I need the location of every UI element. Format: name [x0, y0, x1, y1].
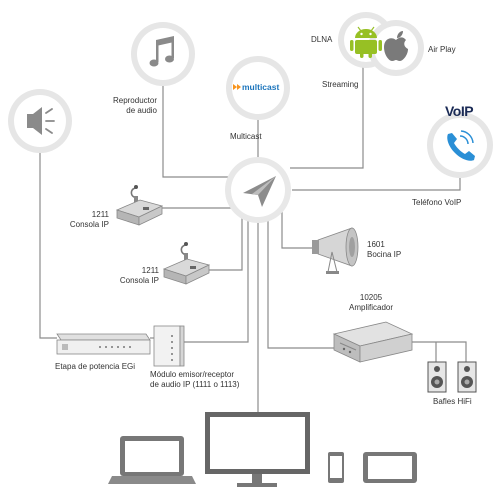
- multicast-logo-text: multicast: [242, 82, 279, 92]
- audio-player-node: [131, 22, 195, 86]
- monitor-icon: [205, 412, 310, 487]
- label-console-2: 1211 Consola IP: [120, 266, 159, 286]
- speaker-icon: [27, 107, 42, 135]
- multicast-logo-icon: multicast: [233, 82, 279, 92]
- line-voip: [292, 170, 461, 191]
- label-reproductor: Reproductor de audio: [113, 96, 157, 116]
- laptop-icon: [108, 436, 196, 484]
- label-modulo: Módulo emisor/receptor de audio IP (1111…: [150, 370, 239, 390]
- label-telefono-voip: Teléfono VoIP: [412, 198, 462, 207]
- label-amp-model: 10205: [359, 293, 383, 302]
- label-modulo-line1: Módulo emisor/receptor: [150, 370, 235, 379]
- smartphone-icon: [328, 452, 344, 483]
- line-amp: [267, 214, 334, 349]
- label-amp-name: Amplificador: [349, 303, 394, 312]
- android-icon: [350, 26, 382, 58]
- voip-logo-text: VoIP: [445, 103, 474, 119]
- label-airplay: Air Play: [428, 45, 456, 54]
- phone-icon: [447, 130, 475, 161]
- label-console-1: 1211 Consola IP: [70, 210, 109, 230]
- speaker-node: [8, 89, 72, 153]
- amplifier: [332, 321, 414, 363]
- label-modulo-line2: de audio IP (1111 o 1113): [150, 380, 240, 389]
- label-reproductor-line2: de audio: [126, 106, 157, 115]
- label-dlna: DLNA: [311, 35, 333, 44]
- label-console-2-model: 1211: [141, 266, 159, 275]
- label-console-2-name: Consola IP: [119, 276, 159, 285]
- label-bocina-model: 1601: [367, 240, 385, 249]
- streaming-node: [338, 12, 424, 76]
- label-multicast: Multicast: [230, 132, 262, 141]
- label-bocina-name: Bocina IP: [367, 250, 402, 259]
- line-bocina: [281, 208, 312, 249]
- label-console-1-name: Consola IP: [69, 220, 109, 229]
- voip-node: [427, 112, 493, 178]
- connection-lines: [39, 62, 467, 412]
- line-streaming: [290, 62, 364, 169]
- power-amplifier-egi: [56, 333, 151, 355]
- line-module: [182, 218, 249, 343]
- tablet-icon: [363, 452, 417, 483]
- label-console-1-model: 1211: [91, 210, 109, 219]
- central-hub: [225, 157, 291, 223]
- label-amplificador: 10205 Amplificador: [349, 293, 393, 313]
- console-ip-1: [115, 185, 164, 226]
- ip-audio-module: [153, 325, 185, 367]
- line-console2: [208, 215, 243, 271]
- horn-speaker: [312, 227, 359, 274]
- hifi-speakers: [427, 361, 477, 393]
- label-reproductor-line1: Reproductor: [112, 96, 157, 105]
- label-etapa-potencia: Etapa de potencia EGi: [55, 362, 136, 371]
- console-ip-2: [162, 242, 211, 285]
- music-note-icon: [149, 36, 174, 67]
- label-bocina: 1601 Bocina IP: [367, 240, 401, 260]
- apple-icon: [384, 31, 408, 61]
- label-bafles: Bafles HiFi: [433, 397, 472, 406]
- multicast-node: multicast: [226, 56, 290, 120]
- line-speaker: [39, 140, 57, 339]
- label-streaming: Streaming: [322, 80, 359, 89]
- line-reproductor: [162, 75, 230, 178]
